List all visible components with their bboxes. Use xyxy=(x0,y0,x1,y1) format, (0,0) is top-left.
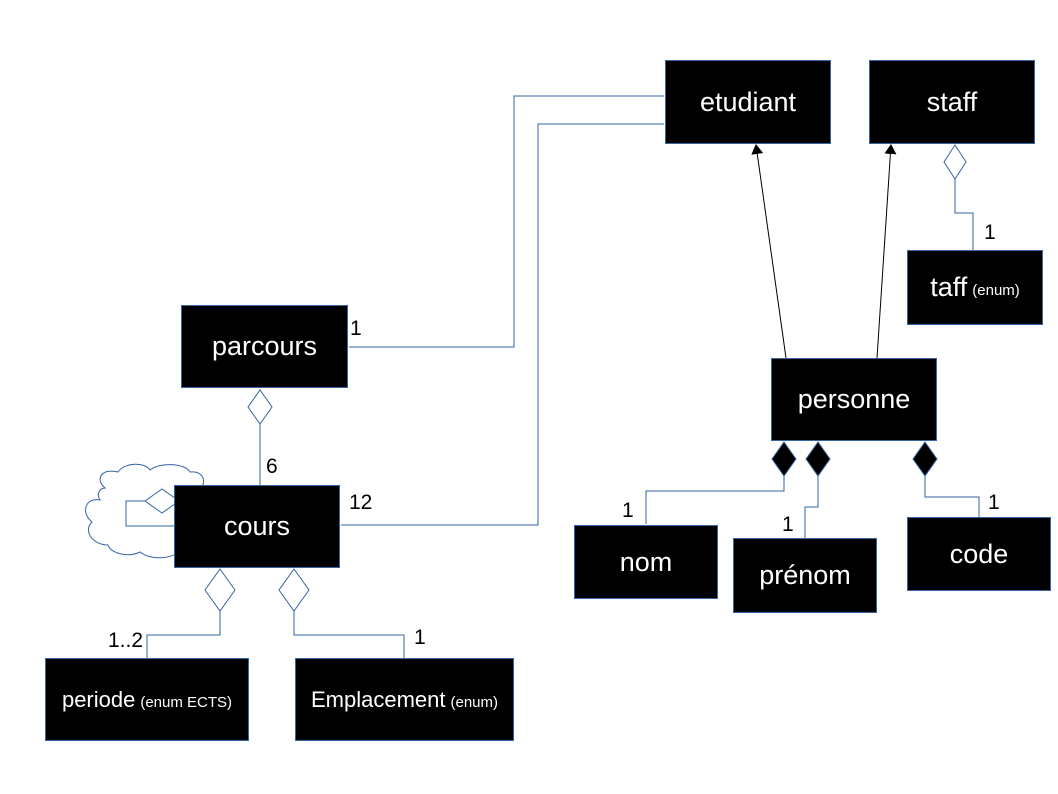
mult-personne-nom: 1 xyxy=(622,499,634,522)
edge-personne-nom xyxy=(645,476,785,524)
mult-personne-prenom: 1 xyxy=(782,513,794,536)
edge-cours-etudiant xyxy=(341,123,664,526)
code-label: code xyxy=(949,538,1009,569)
prenom-box[interactable]: prénom xyxy=(733,538,877,613)
edge-staff-taff xyxy=(954,179,974,250)
emplacement-sublabel: (enum) xyxy=(450,694,499,711)
mult-staff-taff: 1 xyxy=(984,221,996,244)
mult-parcours-cours: 6 xyxy=(266,455,278,478)
mult-personne-code: 1 xyxy=(988,491,1000,514)
mult-cours-emplacement: 1 xyxy=(414,626,426,649)
edge-cours-emplacement xyxy=(293,611,405,658)
edge-cours-periode xyxy=(146,611,221,658)
parcours-cours-diamond xyxy=(247,389,273,425)
mult-cours-etudiant: 12 xyxy=(349,491,373,514)
edge-cours-self xyxy=(125,500,174,527)
personne-box[interactable]: personne xyxy=(771,358,937,441)
periode-label: periode xyxy=(61,686,136,712)
edge-personne-staff xyxy=(876,144,897,359)
prenom-label: prénom xyxy=(759,560,851,590)
cours-periode-diamond xyxy=(204,568,236,612)
nom-box[interactable]: nom xyxy=(574,525,718,599)
etudiant-box[interactable]: etudiant xyxy=(665,60,831,144)
edge-parcours-etudiant xyxy=(349,95,664,348)
edge-personne-code xyxy=(924,476,980,517)
cours-label: cours xyxy=(223,511,291,541)
mult-parcours-etudiant: 1 xyxy=(350,317,362,340)
cours-box[interactable]: cours xyxy=(174,485,340,568)
nom-label: nom xyxy=(619,546,673,577)
mult-cours-periode: 1..2 xyxy=(108,629,144,652)
personne-prenom-diamond xyxy=(805,441,831,477)
emplacement-box[interactable]: Emplacement (enum) xyxy=(295,658,514,741)
periode-box[interactable]: periode (enum ECTS) xyxy=(45,658,249,741)
parcours-label: parcours xyxy=(211,331,318,361)
parcours-box[interactable]: parcours xyxy=(181,305,348,388)
personne-code-diamond xyxy=(912,441,938,477)
cours-emplacement-diamond xyxy=(278,568,310,612)
edge-personne-prenom xyxy=(804,476,819,538)
edge-personne-etudiant xyxy=(751,144,787,359)
taff-box[interactable]: taff (enum) xyxy=(907,250,1043,325)
code-box[interactable]: code xyxy=(907,517,1051,591)
taff-label: taff xyxy=(930,272,968,302)
etudiant-label: etudiant xyxy=(699,86,797,117)
personne-label: personne xyxy=(797,384,911,414)
staff-label: staff xyxy=(926,86,978,117)
taff-sublabel: (enum) xyxy=(972,282,1020,299)
periode-sublabel: (enum ECTS) xyxy=(140,694,233,711)
emplacement-label: Emplacement xyxy=(310,686,446,712)
staff-taff-diamond xyxy=(943,144,967,180)
staff-box[interactable]: staff xyxy=(869,60,1035,144)
personne-nom-diamond xyxy=(771,441,797,477)
